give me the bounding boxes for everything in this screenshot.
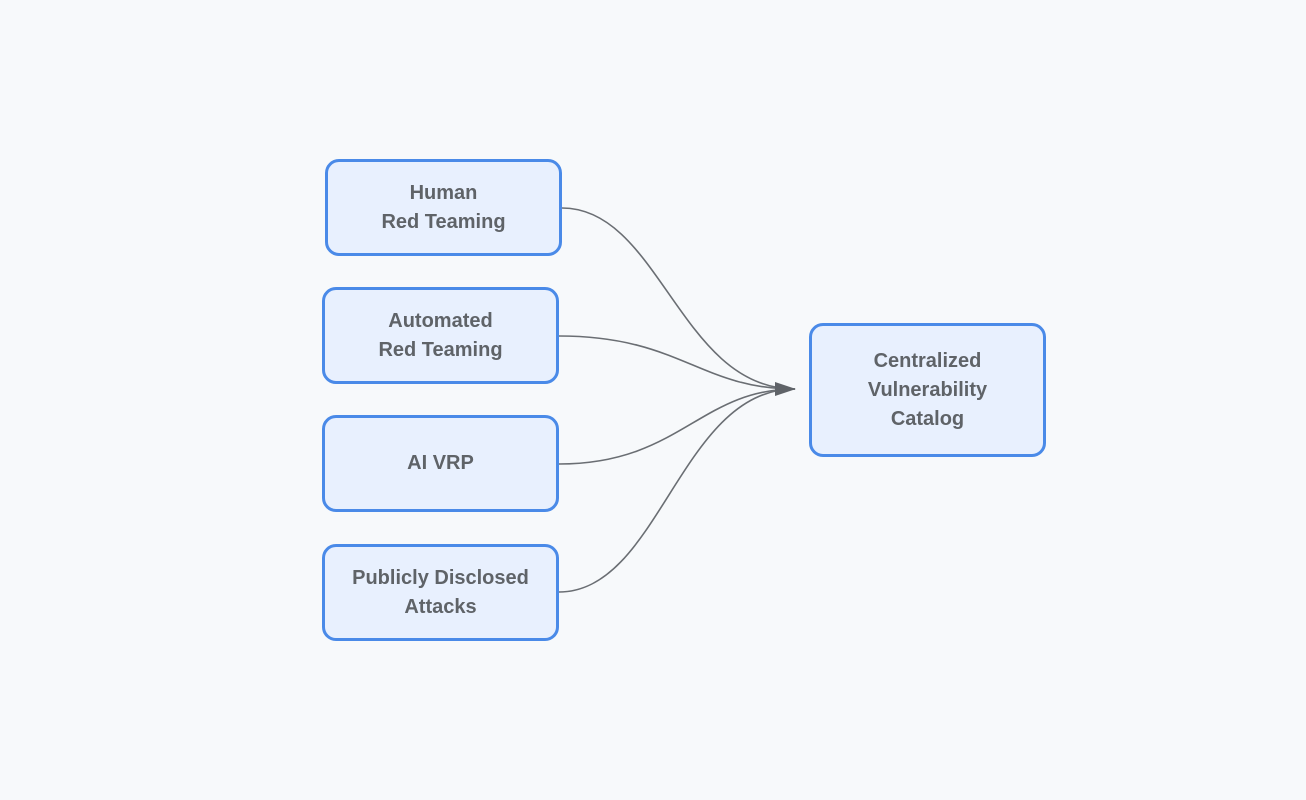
- node-centralized-vulnerability-catalog: Centralized Vulnerability Catalog: [809, 323, 1046, 457]
- node-label: Centralized Vulnerability Catalog: [867, 349, 988, 430]
- node-label: Publicly Disclosed Attacks: [352, 566, 529, 618]
- node-label: Human Red Teaming: [381, 181, 506, 233]
- node-ai-vrp: AI VRP: [322, 415, 559, 512]
- edge-automated-to-catalog: [558, 335, 796, 390]
- edge-aivrp-to-catalog: [558, 388, 796, 465]
- node-label: Automated Red Teaming: [378, 309, 503, 361]
- arrowhead-icon: [775, 382, 796, 396]
- edge-human-to-catalog: [561, 207, 796, 390]
- node-human-red-teaming: Human Red Teaming: [325, 159, 562, 256]
- node-publicly-disclosed-attacks: Publicly Disclosed Attacks: [322, 544, 559, 641]
- node-automated-red-teaming: Automated Red Teaming: [322, 287, 559, 384]
- node-label: AI VRP: [407, 452, 474, 474]
- edge-public-to-catalog: [558, 388, 796, 593]
